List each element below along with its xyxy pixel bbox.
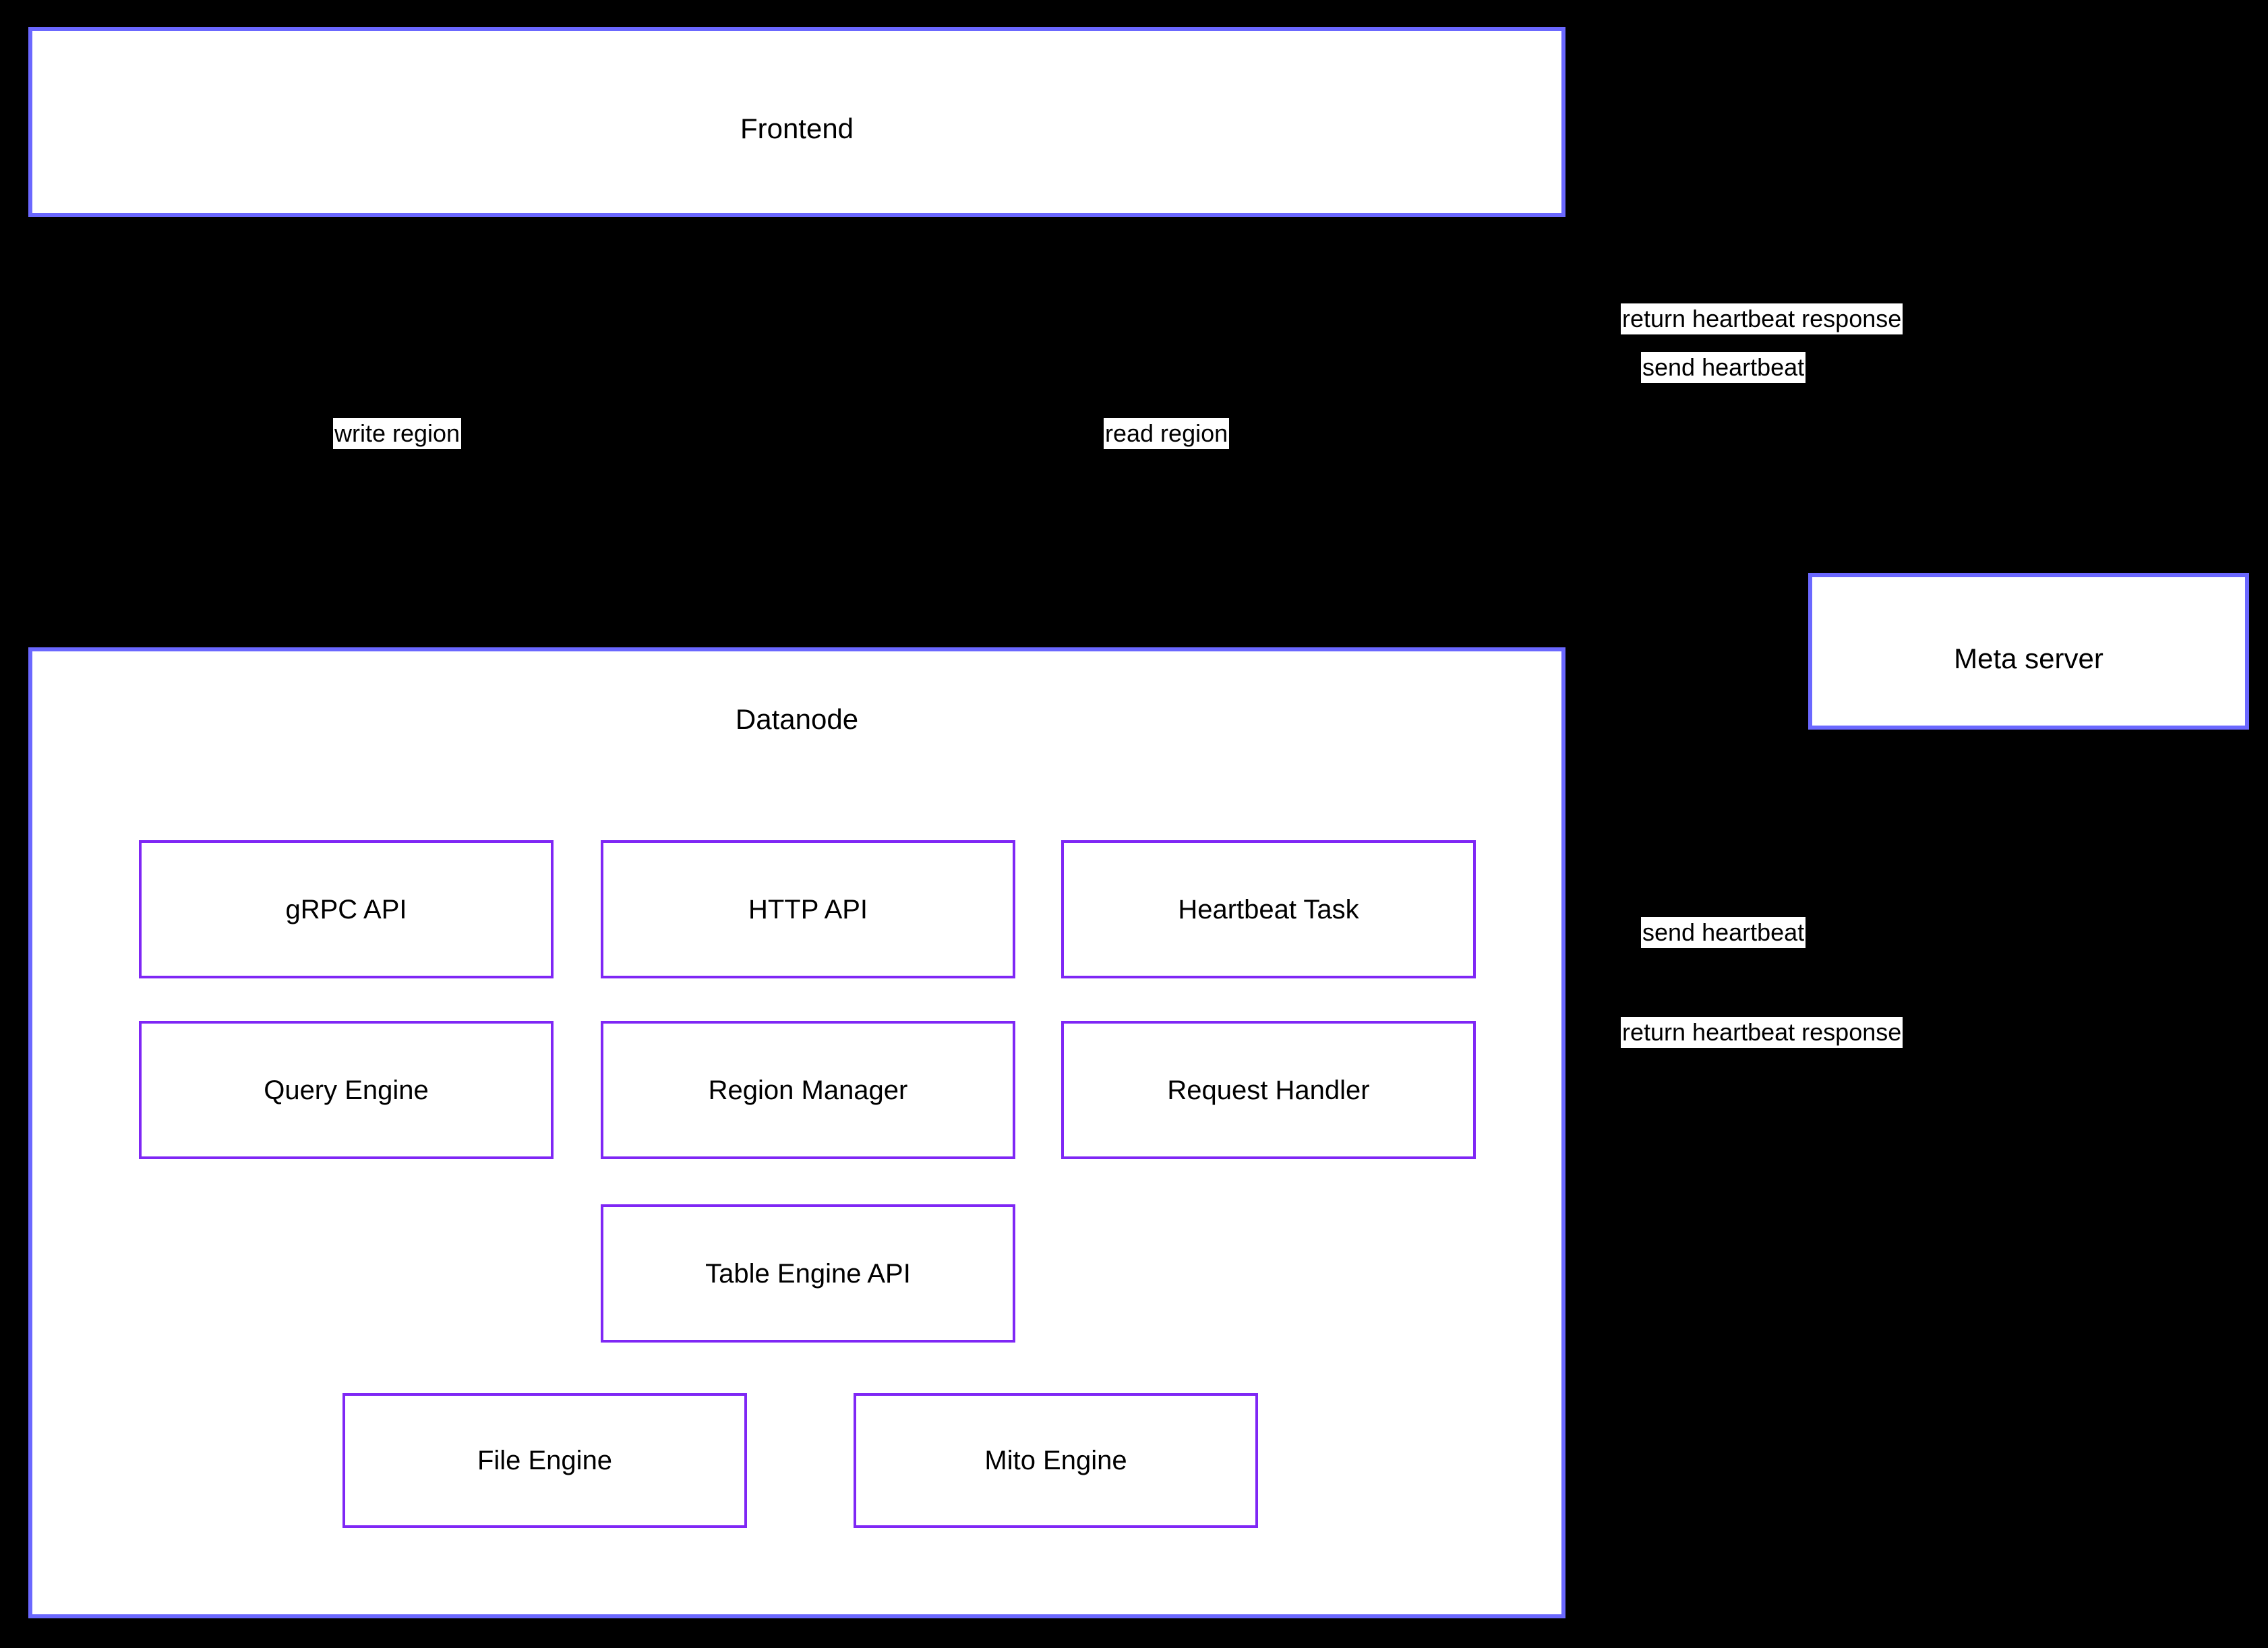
edge-label-meta-send-heartbeat: send heartbeat — [1641, 352, 1806, 384]
component-label: Region Manager — [708, 1075, 908, 1105]
component-label: HTTP API — [748, 894, 868, 924]
component-http-api[interactable]: HTTP API — [601, 840, 1015, 978]
frontend-box[interactable]: Frontend — [28, 27, 1565, 217]
component-region-manager[interactable]: Region Manager — [601, 1021, 1015, 1159]
component-grpc-api[interactable]: gRPC API — [139, 840, 554, 978]
component-mito-engine[interactable]: Mito Engine — [854, 1393, 1258, 1528]
edge-label-datanode-send-heartbeat: send heartbeat — [1641, 917, 1806, 949]
component-label: Mito Engine — [984, 1446, 1127, 1475]
frontend-title: Frontend — [740, 113, 854, 144]
edge-label-read-region: read region — [1104, 418, 1230, 450]
component-heartbeat-task[interactable]: Heartbeat Task — [1061, 840, 1476, 978]
meta-server-box[interactable]: Meta server — [1808, 573, 2249, 730]
edge-label-write-region: write region — [333, 418, 462, 450]
component-file-engine[interactable]: File Engine — [342, 1393, 747, 1528]
component-query-engine[interactable]: Query Engine — [139, 1021, 554, 1159]
component-request-handler[interactable]: Request Handler — [1061, 1021, 1476, 1159]
meta-server-title: Meta server — [1954, 643, 2103, 674]
datanode-title: Datanode — [735, 703, 859, 735]
component-label: Heartbeat Task — [1178, 894, 1359, 924]
component-label: File Engine — [477, 1446, 613, 1475]
datanode-box[interactable]: Datanode gRPC API HTTP API Heartbeat Tas… — [28, 647, 1565, 1618]
component-label: Request Handler — [1167, 1075, 1370, 1105]
component-label: Query Engine — [264, 1075, 429, 1105]
component-table-engine-api[interactable]: Table Engine API — [601, 1204, 1015, 1343]
edge-label-datanode-return-heartbeat-response: return heartbeat response — [1621, 1017, 1903, 1049]
component-label: Table Engine API — [705, 1258, 911, 1289]
component-label: gRPC API — [285, 894, 407, 924]
edge-label-meta-return-heartbeat-response: return heartbeat response — [1621, 303, 1903, 335]
